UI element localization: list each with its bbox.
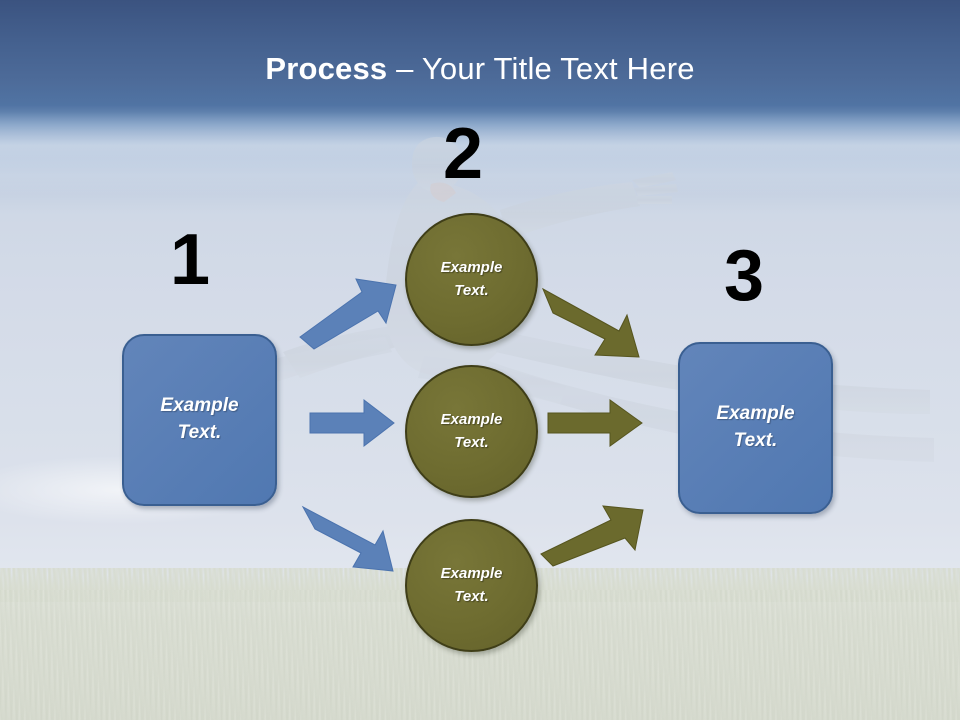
step-number-3: 3 [724, 236, 765, 316]
blue-arrow-down-icon [301, 505, 403, 577]
blue-arrow-up-icon [299, 277, 400, 350]
process-box-left-line1: Example [160, 395, 239, 417]
process-circle-bottom[interactable]: Example Text. [405, 519, 538, 652]
process-box-left-line2: Text. [177, 422, 222, 443]
process-circle-middle-line2: Text. [454, 433, 489, 451]
process-circle-middle[interactable]: Example Text. [405, 365, 538, 498]
process-box-right-line2: Text. [733, 430, 778, 451]
process-circle-bottom-line1: Example [440, 565, 503, 582]
process-box-left[interactable]: Example Text. [122, 334, 277, 506]
process-circle-bottom-line2: Text. [454, 587, 489, 605]
process-circle-middle-line1: Example [440, 411, 503, 428]
olive-arrow-right-icon [547, 399, 643, 447]
slide-title: Process – Your Title Text Here [0, 51, 960, 87]
process-circle-top-line2: Text. [454, 281, 489, 299]
slide-title-rest: – Your Title Text Here [387, 51, 695, 86]
blue-arrow-right-icon [309, 398, 395, 448]
step-number-2: 2 [443, 114, 484, 194]
slide-title-strong: Process [265, 51, 388, 86]
process-circle-top[interactable]: Example Text. [405, 213, 538, 346]
process-box-right-line1: Example [716, 403, 795, 425]
process-box-right[interactable]: Example Text. [678, 342, 833, 514]
olive-arrow-down-icon [541, 285, 651, 363]
olive-arrow-up-icon [540, 500, 645, 567]
process-circle-top-line1: Example [440, 259, 503, 276]
background-haze [0, 105, 960, 195]
step-number-1: 1 [170, 220, 211, 300]
